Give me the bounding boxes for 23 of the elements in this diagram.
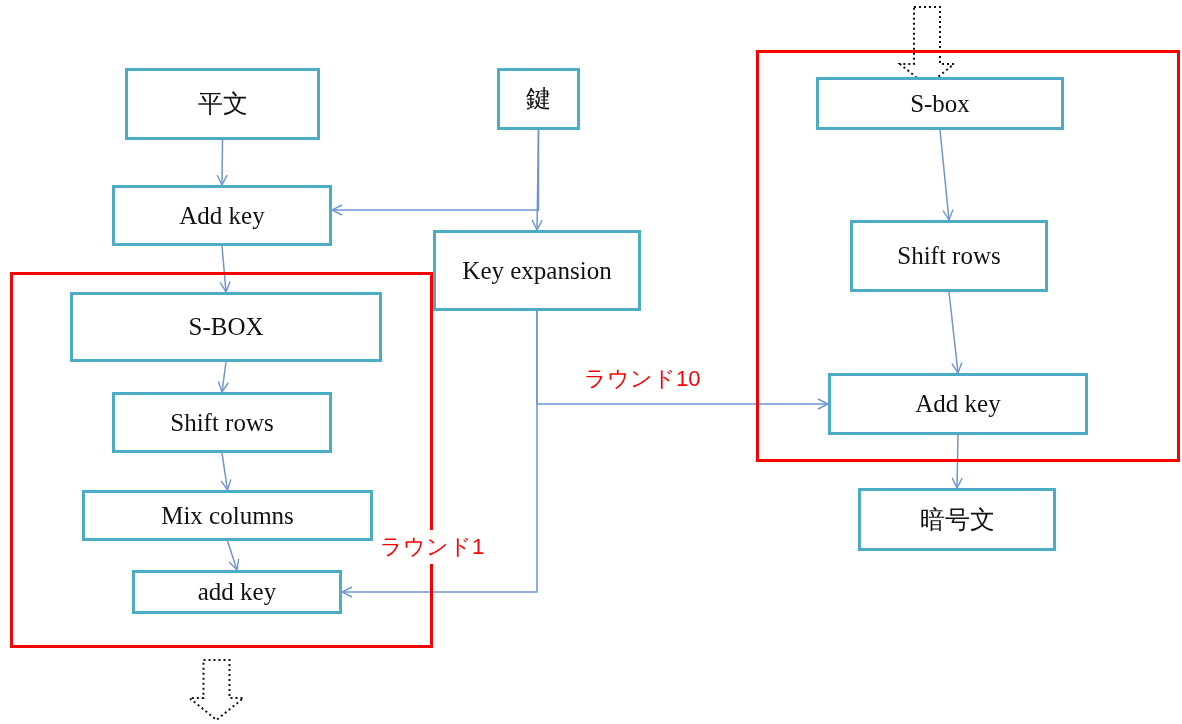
arrow (331, 129, 540, 216)
arrow (220, 452, 232, 491)
process-box: S-BOX (70, 292, 382, 362)
process-box: 暗号文 (858, 488, 1056, 551)
process-box: Mix columns (82, 490, 373, 541)
arrow (217, 361, 229, 393)
process-box: 平文 (125, 68, 320, 140)
arrow (219, 245, 231, 293)
arrow (536, 310, 829, 410)
arrow (948, 291, 963, 374)
arrow (939, 129, 954, 221)
arrow (216, 139, 228, 186)
arrow (226, 540, 240, 571)
process-box: add key (132, 570, 342, 614)
round-frame (756, 50, 1180, 462)
process-box: Shift rows (112, 392, 332, 453)
process-box: S-box (816, 77, 1064, 130)
arrow (951, 434, 963, 489)
process-box: 鍵 (497, 68, 580, 130)
process-box: Shift rows (850, 220, 1048, 292)
process-box: Key expansion (433, 230, 641, 311)
process-box: Add key (112, 185, 332, 246)
process-box: Add key (828, 373, 1088, 435)
